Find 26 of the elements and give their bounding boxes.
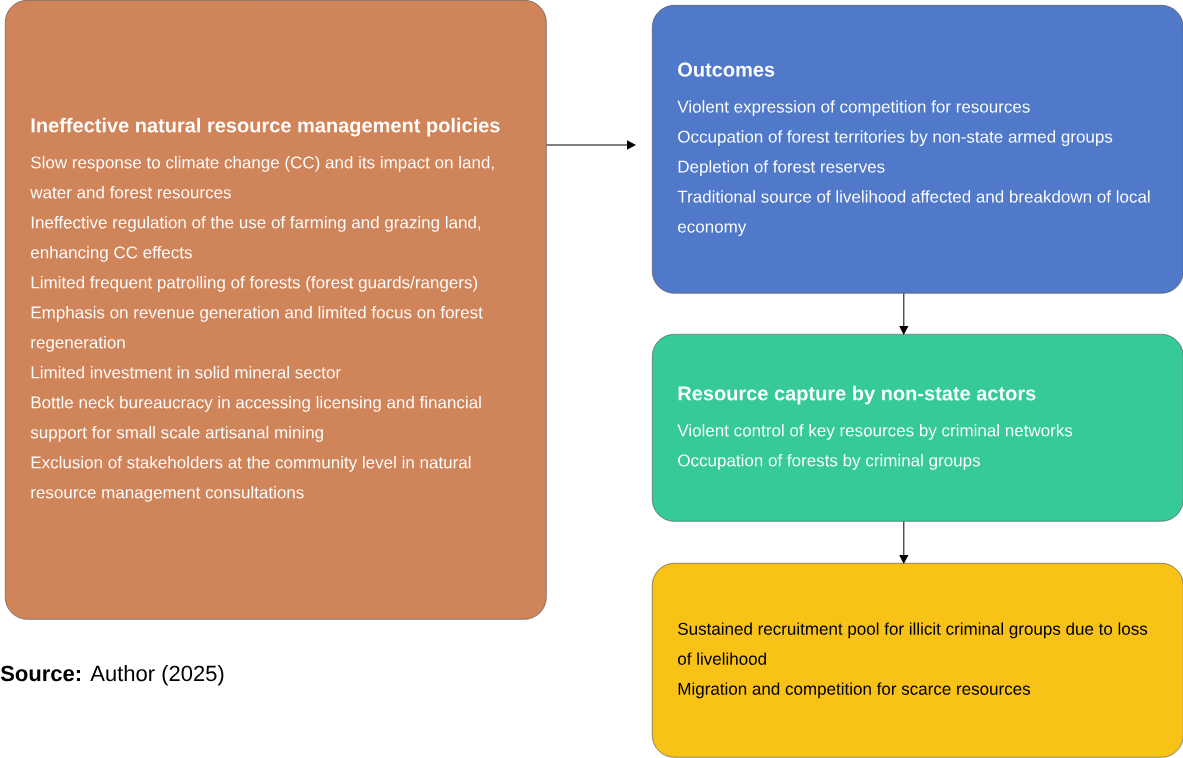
item-text: Emphasis on revenue generation and limited focus on forest regeneration (31, 306, 483, 352)
item-text: Depletion of forest reserves (678, 160, 885, 177)
process-box (652, 334, 1183, 522)
item-text: Migration and competition for scarce resources (678, 682, 1030, 699)
item-text: Limited frequent patrolling of forests (forest guards/rangers) (31, 276, 478, 292)
item-text: Traditional source of livelihood affected and breakdown of local economy (677, 190, 1150, 237)
item-text: Violent expression of competition for resources (677, 100, 1030, 117)
item-text: Occupation of forest territories by non-state armed groups (678, 130, 1113, 147)
item-text: Ineffective regulation of the use of farming and grazing land, enhancing CC effects (31, 216, 481, 262)
box-heading: Resource capture by non-state actors (678, 385, 1036, 405)
item-text: Exclusion of stakeholders at the community level in natural resource management consultations (31, 455, 471, 502)
item-text: Violent control of key resources by criminal networks (677, 424, 1073, 440)
item-text: Limited investment in solid mineral sector (31, 366, 341, 379)
arrow (899, 293, 909, 335)
box-heading: Outcomes (678, 62, 775, 77)
process-box (5, 0, 547, 620)
item-text: Slow response to climate change (CC) and its impact on land, water and forest resources (30, 156, 494, 199)
process-box (652, 563, 1183, 758)
item-text: Bottle neck bureaucracy in accessing licensing and financial support for small scale artisanal mining (30, 396, 481, 442)
item-text: Sustained recruitment pool for illicit criminal groups due to loss of livelihood (678, 622, 1148, 665)
box-heading: Ineffective natural resource management policies (31, 117, 500, 137)
process-box (652, 5, 1183, 294)
arrow (899, 521, 909, 564)
item-text: Occupation of forests by criminal groups (678, 454, 980, 470)
arrow (546, 140, 636, 150)
source-caption: Source: Author (2025) (0, 665, 224, 686)
